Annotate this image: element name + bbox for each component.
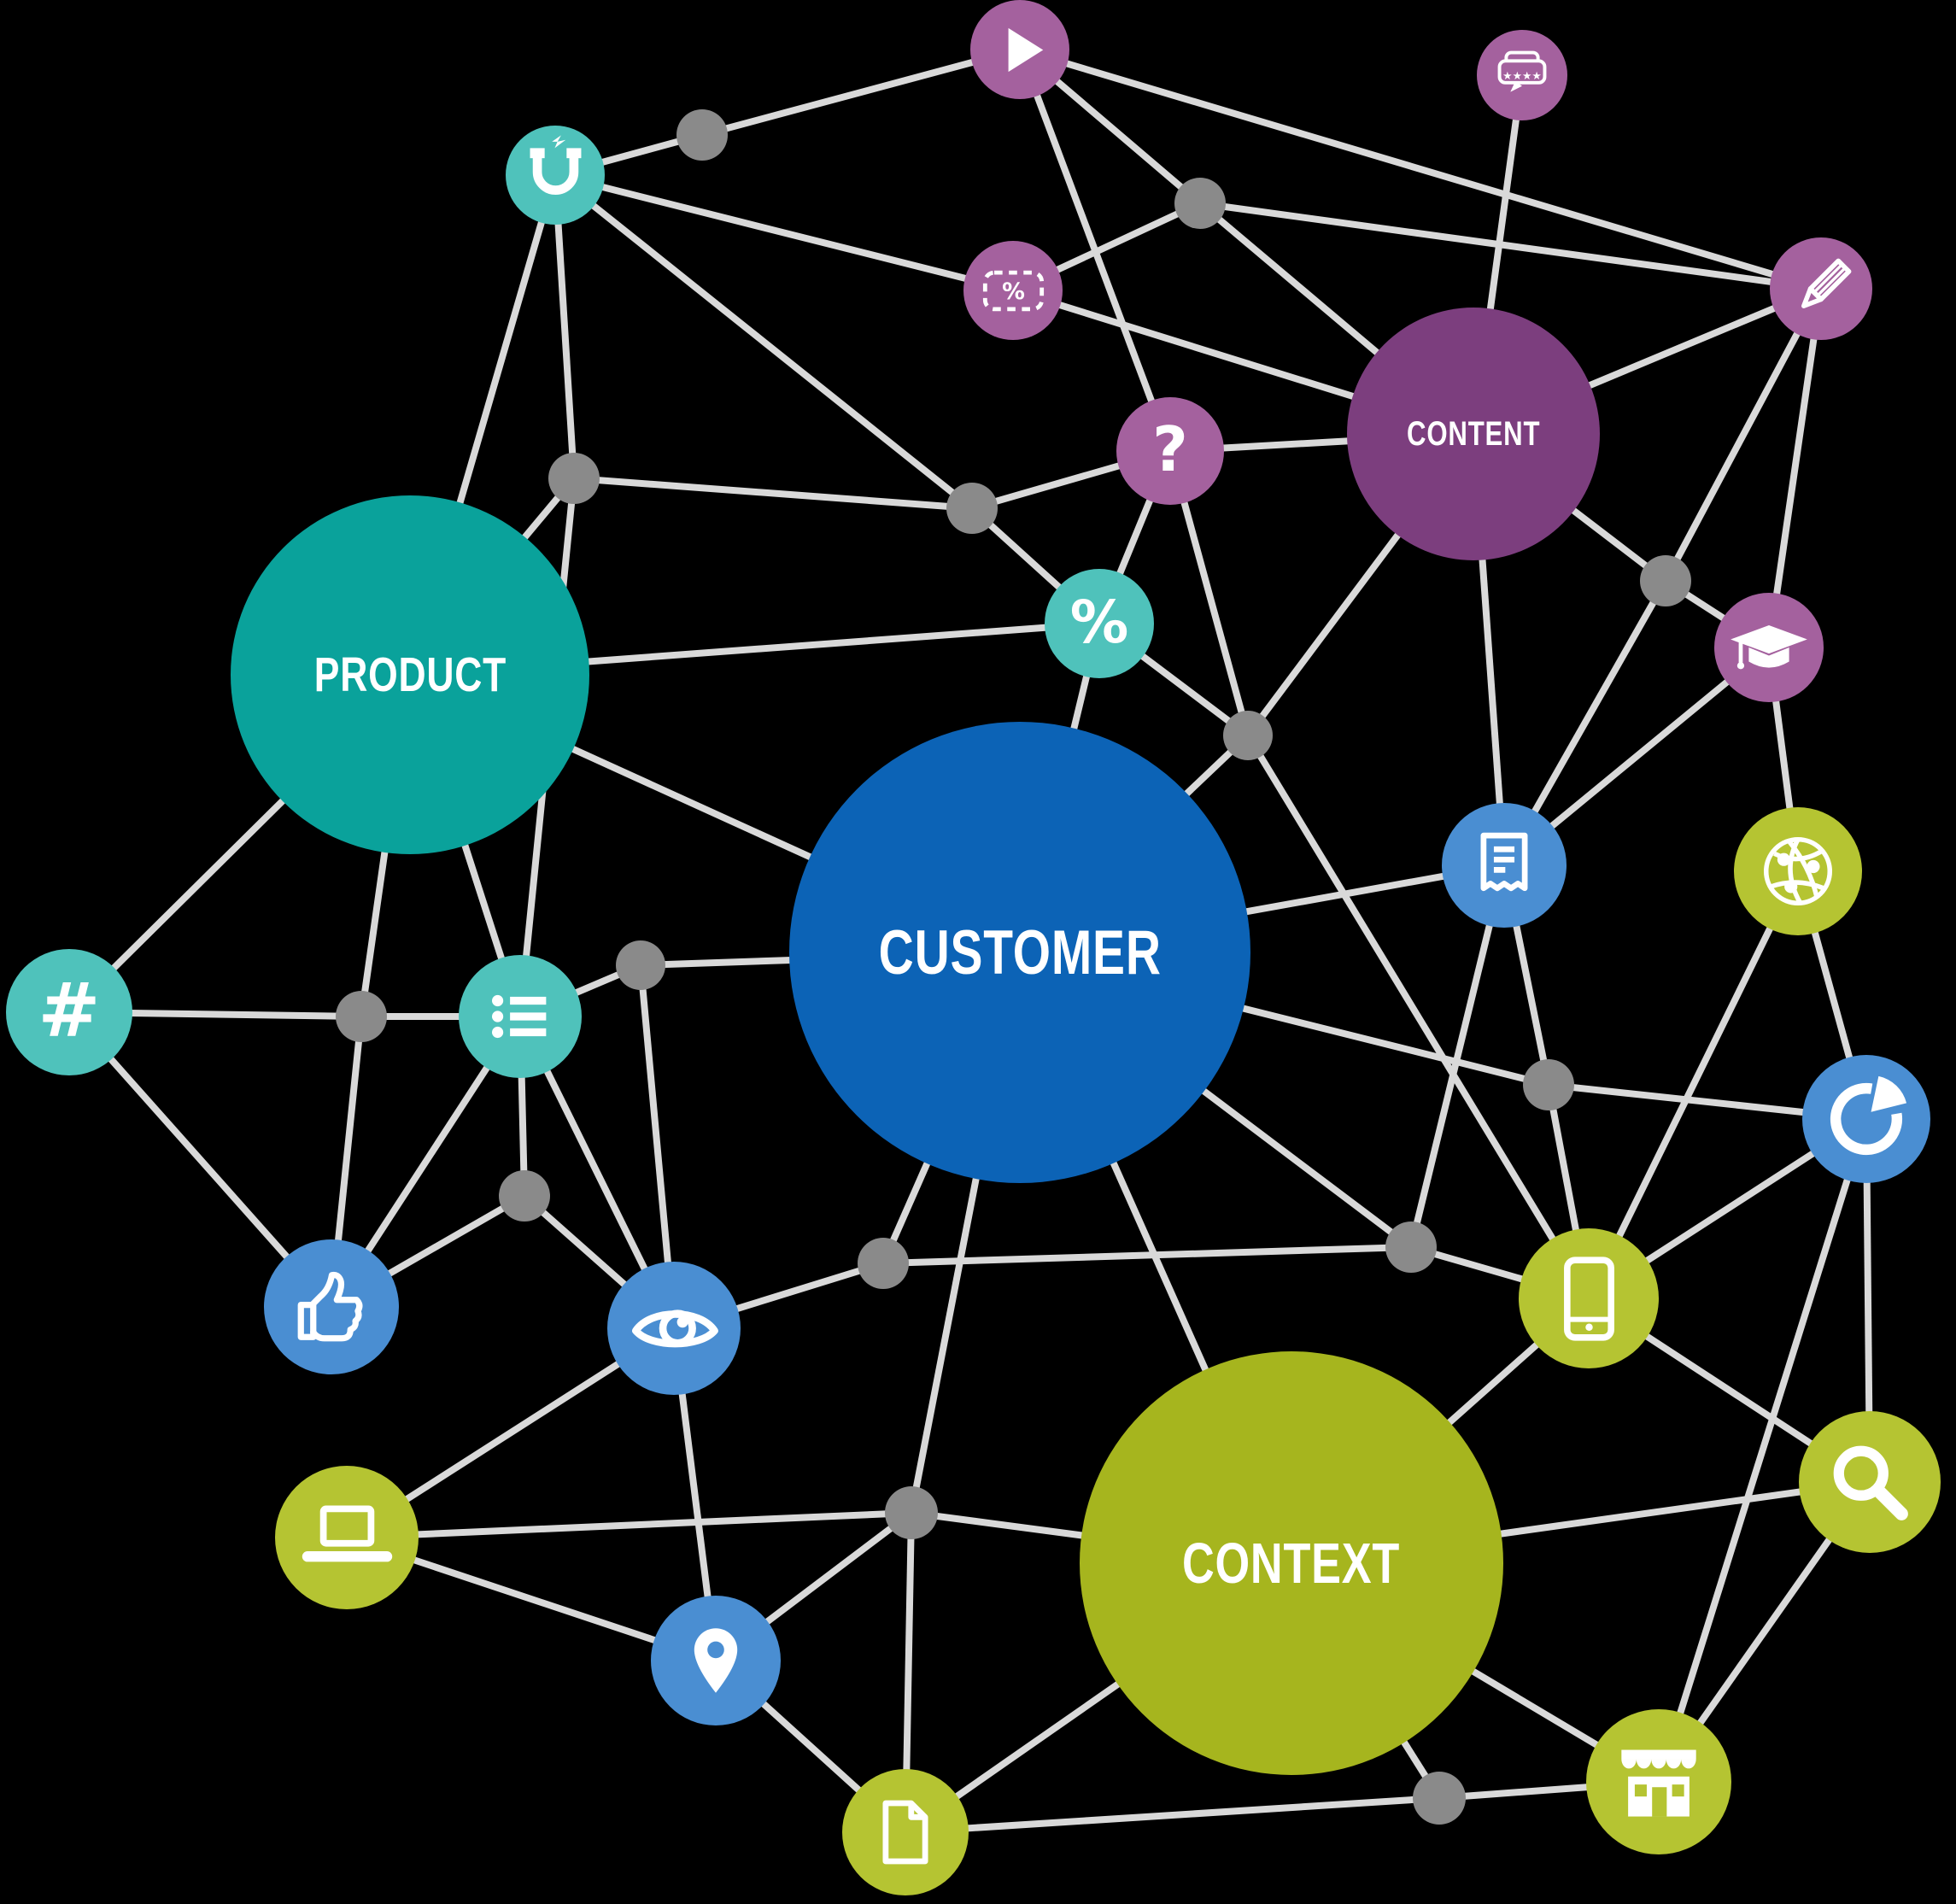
svg-text:%: % xyxy=(1070,589,1129,657)
edge-play-pencil xyxy=(1018,46,1823,292)
junction-dot-d1 xyxy=(676,109,728,161)
junction-dot-d14 xyxy=(616,940,665,990)
junction-dot-d3 xyxy=(1174,178,1226,229)
edge-magnet-coupon xyxy=(554,172,1014,294)
svg-text:#: # xyxy=(38,967,101,1054)
junction-dot-d2 xyxy=(548,453,600,504)
magnet-icon xyxy=(506,126,605,225)
bullet-list-icon xyxy=(459,955,582,1078)
node-pie xyxy=(1802,1055,1930,1183)
pencil-icon xyxy=(1770,237,1872,340)
node-phone xyxy=(1519,1228,1659,1368)
svg-text:%: % xyxy=(1002,278,1025,305)
smartphone-icon xyxy=(1519,1228,1659,1368)
edge-d3-pencil xyxy=(1199,200,1822,292)
edge-pencil-gradcap xyxy=(1766,288,1824,648)
hashtag-icon: # xyxy=(6,949,132,1075)
svg-text:?: ? xyxy=(1152,413,1188,485)
network-globe-icon xyxy=(1734,807,1862,935)
node-list xyxy=(459,955,582,1078)
review-stars-icon: ★★★★ xyxy=(1477,30,1567,120)
customer-label: CUSTOMER xyxy=(878,917,1162,987)
product-label: PRODUCT xyxy=(313,647,507,702)
edge-receipt-d8 xyxy=(1408,864,1508,1248)
receipt-icon xyxy=(1442,803,1567,928)
node-coupon: % xyxy=(963,241,1063,340)
thumbs-up-icon xyxy=(264,1239,399,1374)
node-play xyxy=(970,0,1069,99)
node-receipt xyxy=(1442,803,1567,928)
laptop-icon xyxy=(275,1466,419,1609)
node-question: ? xyxy=(1116,397,1224,505)
edge-d2-d4 xyxy=(573,475,973,512)
svg-text:★★★★: ★★★★ xyxy=(1502,70,1542,83)
edge-phone-d15 xyxy=(1244,733,1592,1301)
node-eye xyxy=(607,1262,741,1395)
node-customer: CUSTOMER xyxy=(789,722,1250,1183)
coupon-percent-icon: % xyxy=(963,241,1063,340)
node-globe xyxy=(1734,807,1862,935)
junction-dot-d9 xyxy=(336,991,387,1042)
edge-d11-d8 xyxy=(882,1244,1412,1267)
eye-icon xyxy=(607,1262,741,1395)
node-hashtag: # xyxy=(6,949,132,1075)
node-stars: ★★★★ xyxy=(1477,30,1567,120)
magnifier-icon xyxy=(1799,1411,1941,1553)
node-pin xyxy=(651,1596,781,1725)
node-store xyxy=(1586,1709,1731,1854)
question-mark-icon: ? xyxy=(1116,397,1224,505)
pie-chart-icon xyxy=(1802,1055,1930,1183)
graduation-cap-icon xyxy=(1714,593,1824,702)
edge-pencil-d6 xyxy=(1662,287,1824,583)
context-label: CONTEXT xyxy=(1182,1531,1401,1596)
location-pin-icon xyxy=(651,1596,781,1725)
node-search xyxy=(1799,1411,1941,1553)
node-thumbs xyxy=(264,1239,399,1374)
document-icon xyxy=(842,1769,969,1895)
node-gradcap xyxy=(1714,593,1824,702)
junction-dot-d6 xyxy=(1640,555,1691,606)
node-product: PRODUCT xyxy=(231,495,589,854)
content-label: CONTENT xyxy=(1406,415,1541,453)
node-magnet xyxy=(506,126,605,225)
storefront-icon xyxy=(1586,1709,1731,1854)
junction-dot-d11 xyxy=(858,1238,909,1289)
node-content: CONTENT xyxy=(1347,308,1600,560)
edge-magnet-d4 xyxy=(553,172,975,512)
node-laptop xyxy=(275,1466,419,1609)
edge-globe-phone xyxy=(1585,870,1801,1300)
junction-dot-d8 xyxy=(1385,1221,1437,1273)
percent-icon: % xyxy=(1045,569,1154,678)
edge-d12-laptop xyxy=(346,1509,912,1541)
junction-dot-d13 xyxy=(1413,1772,1466,1825)
junction-dot-d12 xyxy=(885,1486,938,1539)
edge-pie-store xyxy=(1655,1117,1870,1784)
junction-dot-d10 xyxy=(499,1170,550,1221)
edge-d1-play xyxy=(700,46,1022,138)
node-context: CONTEXT xyxy=(1080,1351,1503,1775)
node-document xyxy=(842,1769,969,1895)
play-icon xyxy=(970,0,1069,99)
edge-magnet-d2 xyxy=(552,174,577,479)
junction-dot-d15 xyxy=(1223,711,1273,760)
junction-dot-d4 xyxy=(946,483,998,534)
node-pencil xyxy=(1770,237,1872,340)
junction-dot-d7 xyxy=(1523,1059,1574,1110)
node-percent: % xyxy=(1045,569,1154,678)
edge-document-d13 xyxy=(905,1795,1440,1836)
